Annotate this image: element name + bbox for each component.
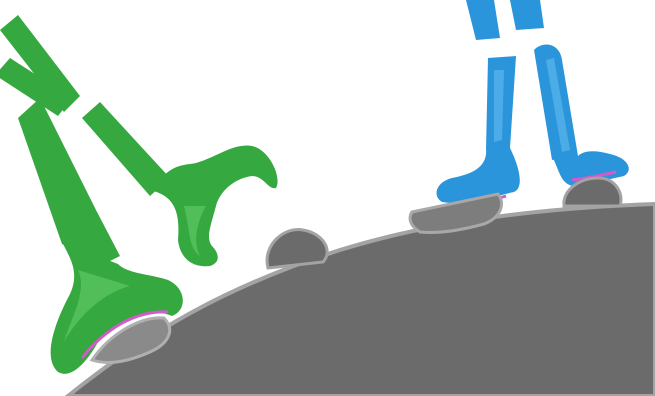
illustration-canvas	[0, 0, 655, 396]
